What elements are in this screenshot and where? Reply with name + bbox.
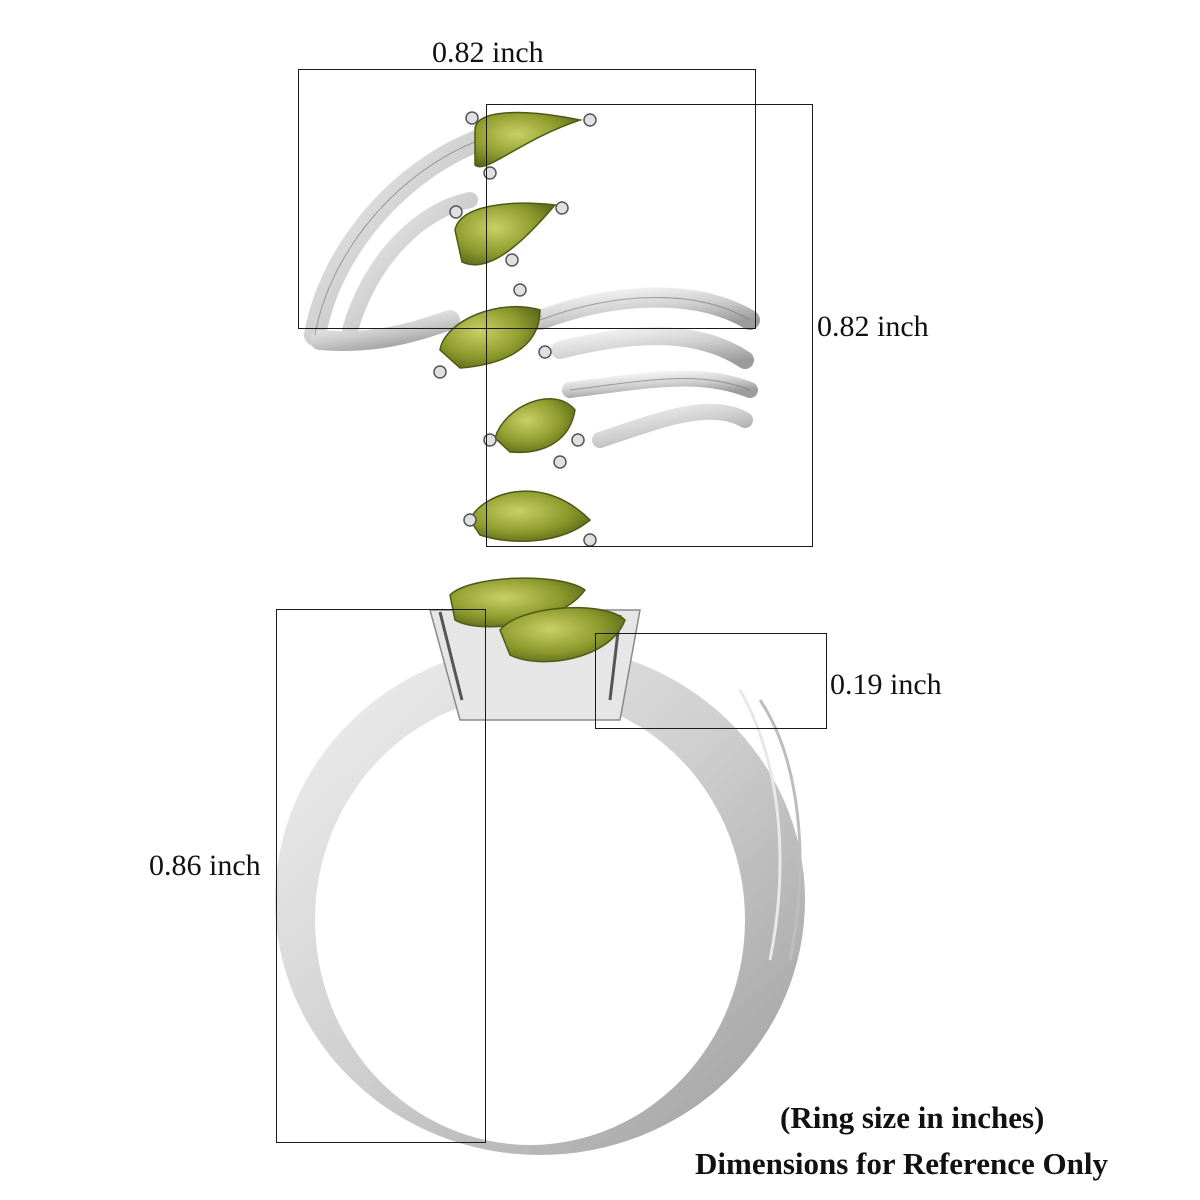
top-height-dimension-box	[486, 104, 813, 547]
reference-only-note: Dimensions for Reference Only	[695, 1146, 1108, 1181]
side-view-gems	[449, 577, 626, 663]
stone-height-label: 0.19 inch	[830, 668, 942, 701]
top-width-dimension-box	[298, 69, 756, 329]
ring-height-dimension-box	[276, 609, 486, 1143]
prongs	[433, 111, 597, 547]
top-width-label: 0.82 inch	[432, 36, 544, 69]
side-view-ring	[275, 609, 805, 1155]
gem-stones	[439, 111, 592, 542]
top-height-label: 0.82 inch	[817, 310, 929, 343]
ring-height-label: 0.86 inch	[149, 849, 261, 882]
stone-height-dimension-box	[595, 633, 827, 729]
ring-size-note: (Ring size in inches)	[780, 1100, 1045, 1135]
